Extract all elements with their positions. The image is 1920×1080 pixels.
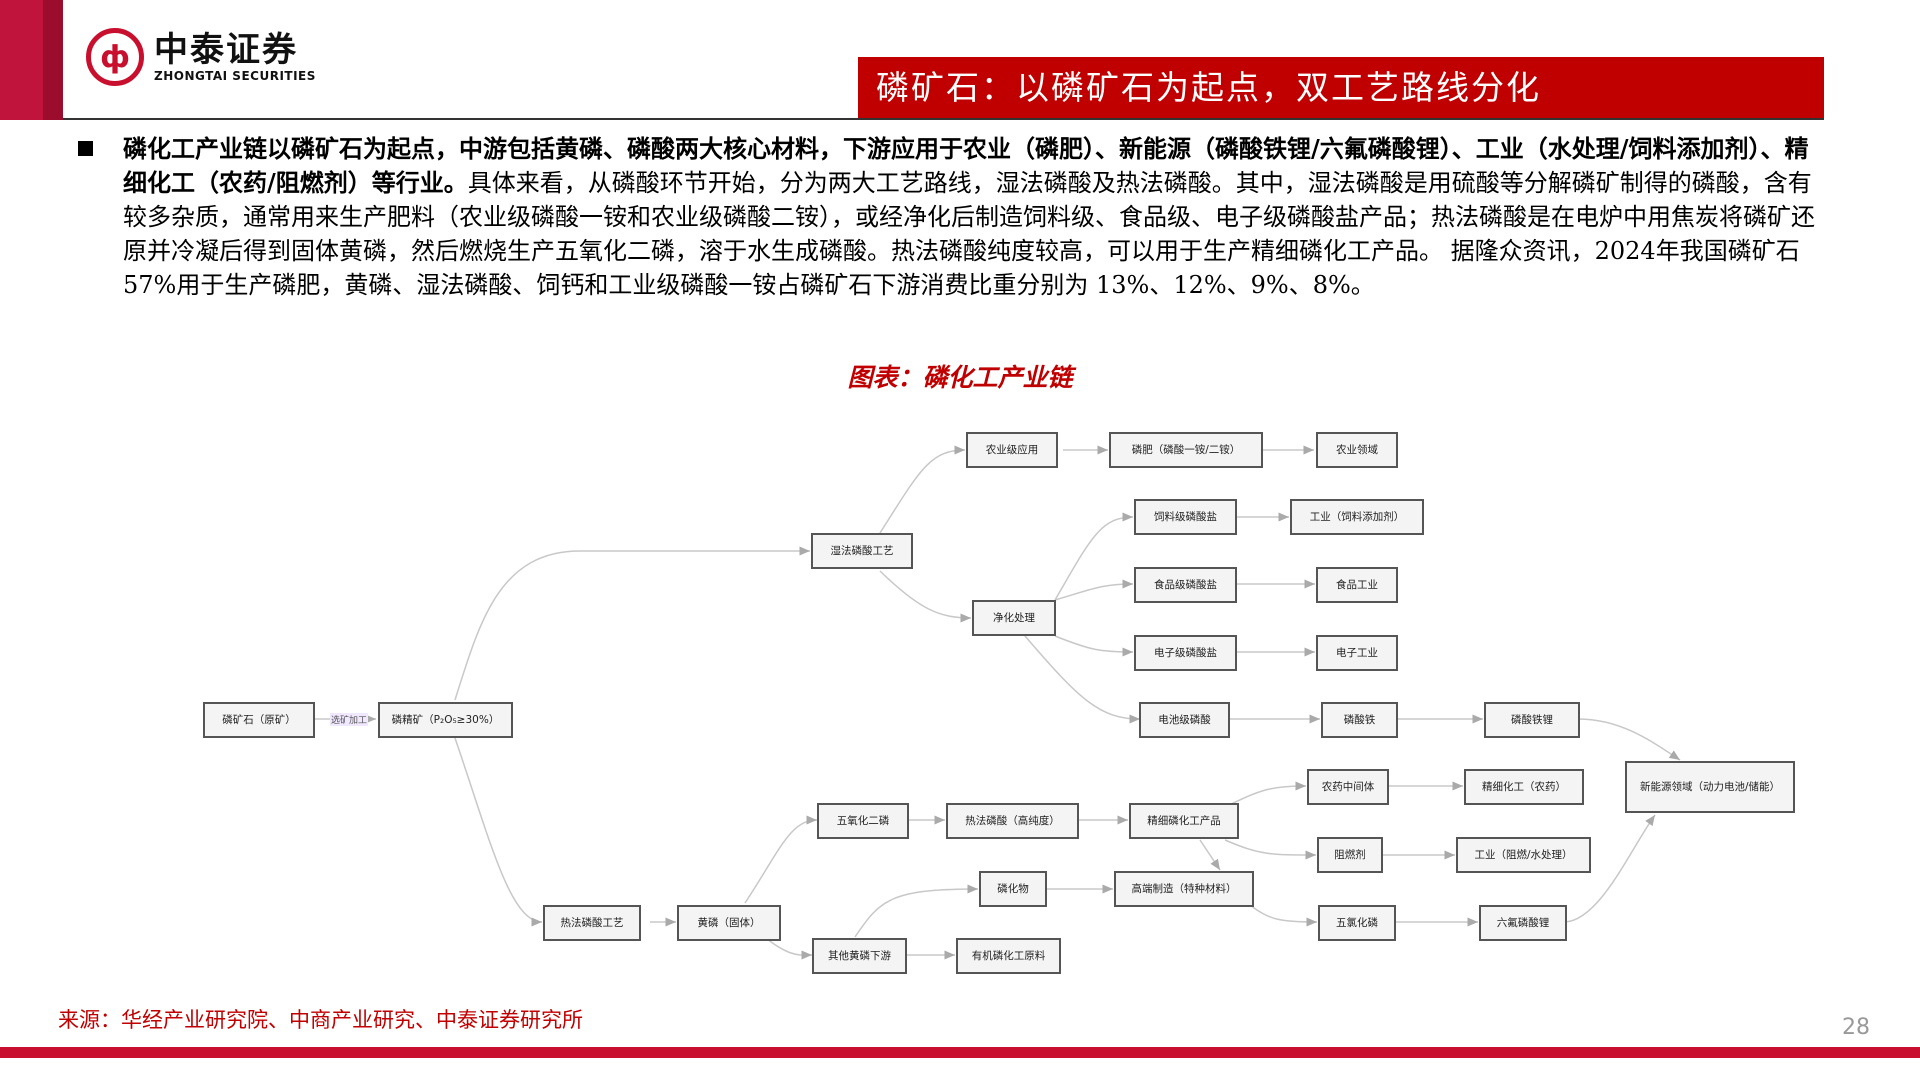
- node-elec-industry: 电子工业: [1316, 635, 1398, 671]
- footer-bar: [0, 1047, 1920, 1058]
- body-rest: 具体来看，从磷酸环节开始，分为两大工艺路线，湿法磷酸及热法磷酸。其中，湿法磷酸是…: [123, 169, 1815, 299]
- page-number: 28: [1842, 1015, 1870, 1040]
- node-lfp: 磷酸铁锂: [1484, 702, 1580, 738]
- figure-title: 图表：磷化工产业链: [847, 363, 1073, 392]
- node-elec-phosphate: 电子级磷酸盐: [1134, 635, 1237, 671]
- node-thermal-acid: 热法磷酸（高纯度）: [946, 803, 1079, 839]
- logo-cn: 中泰证券: [154, 30, 298, 70]
- slide-title: 磷矿石：以磷矿石为起点，双工艺路线分化: [858, 57, 1824, 119]
- bullet-icon: [78, 141, 93, 156]
- edge-label-beneficiation: 选矿加工: [330, 713, 369, 726]
- node-pcl5: 五氯化磷: [1318, 905, 1396, 941]
- company-logo: ф 中泰证券 ZHONGTAI SECURITIES: [86, 28, 316, 86]
- node-agri-field: 农业领域: [1316, 432, 1398, 468]
- node-fertilizer: 磷肥（磷酸一铵/二铵）: [1109, 432, 1263, 468]
- node-other-yp: 其他黄磷下游: [812, 938, 907, 974]
- source-note: 来源：华经产业研究院、中商产业研究、中泰证券研究所: [58, 1008, 583, 1032]
- side-accent-bar-dark: [43, 0, 63, 120]
- node-fine-chem: 精细化工（农药）: [1464, 769, 1584, 805]
- node-wet-process: 湿法磷酸工艺: [811, 533, 913, 569]
- side-accent-bar: [0, 0, 43, 120]
- header-divider: [63, 118, 1824, 120]
- node-lipf6: 六氟磷酸锂: [1479, 905, 1567, 941]
- node-high-end: 高端制造（特种材料）: [1114, 871, 1254, 907]
- node-pesticide-inter: 农药中间体: [1307, 769, 1389, 805]
- node-p2o5: 五氧化二磷: [817, 803, 909, 839]
- node-iron-phosphate: 磷酸铁: [1321, 702, 1398, 738]
- node-fine-products: 精细磷化工产品: [1129, 803, 1239, 839]
- node-feed-phosphate: 饲料级磷酸盐: [1134, 499, 1237, 535]
- node-industry-feed: 工业（饲料添加剂）: [1290, 499, 1424, 535]
- logo-icon: ф: [86, 28, 144, 86]
- bold-lead: 磷化工产业链以磷矿石为起点，中游包括黄磷、磷酸两大核心材料，下游应用于农业（磷肥…: [123, 134, 1809, 197]
- node-raw-ore: 磷矿石（原矿）: [203, 702, 315, 738]
- body-paragraph: 磷化工产业链以磷矿石为起点，中游包括黄磷、磷酸两大核心材料，下游应用于农业（磷肥…: [78, 132, 1818, 302]
- logo-en: ZHONGTAI SECURITIES: [154, 69, 316, 83]
- node-industry-fr: 工业（阻燃/水处理）: [1456, 837, 1591, 873]
- node-flame-ret: 阻燃剂: [1317, 837, 1383, 873]
- node-new-energy: 新能源领域（动力电池/储能）: [1625, 761, 1795, 813]
- node-phosphide: 磷化物: [979, 871, 1047, 907]
- node-thermal-process: 热法磷酸工艺: [543, 905, 641, 941]
- node-food-industry: 食品工业: [1316, 567, 1398, 603]
- node-organic: 有机磷化工原料: [956, 938, 1061, 974]
- node-battery-acid: 电池级磷酸: [1139, 702, 1230, 738]
- node-yellow-p: 黄磷（固体）: [677, 905, 781, 941]
- node-food-phosphate: 食品级磷酸盐: [1134, 567, 1237, 603]
- node-purification: 净化处理: [972, 600, 1056, 636]
- node-agri-app: 农业级应用: [966, 432, 1058, 468]
- node-concentrate: 磷精矿（P₂O₅≥30%）: [378, 702, 513, 738]
